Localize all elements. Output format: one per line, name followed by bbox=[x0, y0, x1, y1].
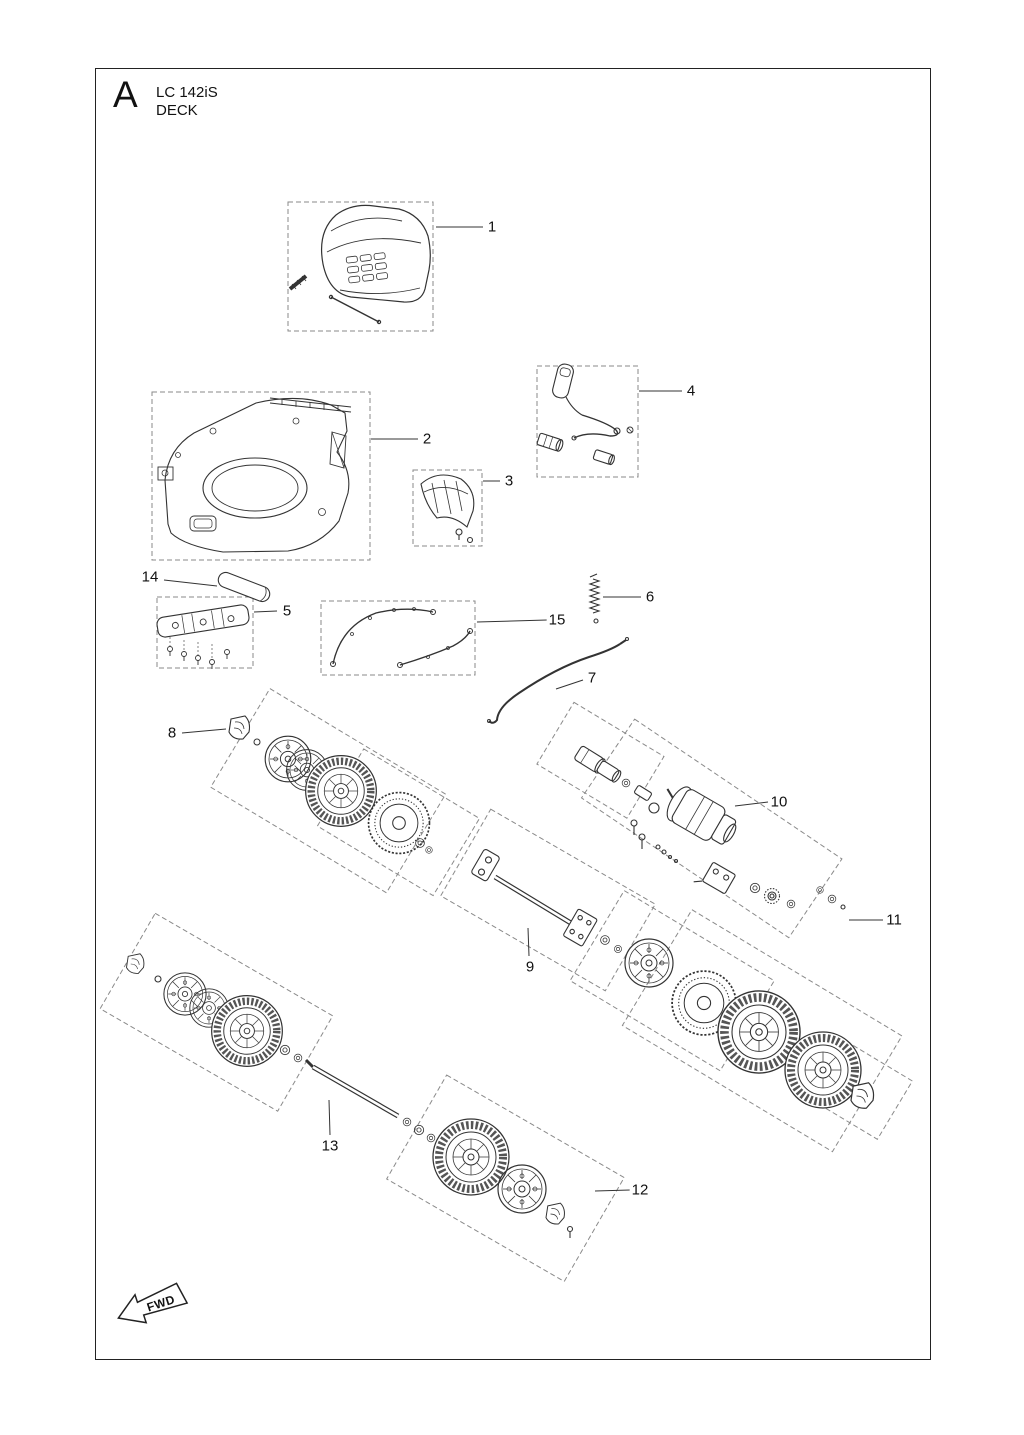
section-letter: A bbox=[113, 74, 138, 115]
sheet-title: DECK bbox=[156, 102, 198, 119]
callout-1: 1 bbox=[485, 218, 499, 236]
callout-4: 4 bbox=[684, 382, 698, 400]
cover-hinge-pin bbox=[288, 274, 308, 291]
cable-connector-a bbox=[536, 432, 564, 452]
part-7-rod bbox=[487, 637, 629, 724]
box-part-5 bbox=[156, 596, 254, 669]
dashed-boxes bbox=[99, 201, 914, 1283]
box-part-1 bbox=[287, 201, 434, 332]
box-part-12-left bbox=[99, 912, 334, 1112]
callout-14: 14 bbox=[139, 568, 161, 586]
part-12-left-wheel-stack bbox=[126, 953, 303, 1067]
leader-line-9 bbox=[527, 927, 530, 957]
callout-7: 7 bbox=[585, 669, 599, 687]
box-part-3 bbox=[412, 469, 483, 547]
part-3-guard bbox=[420, 474, 475, 544]
part-15-cables bbox=[330, 607, 473, 668]
motor-gear-washer bbox=[763, 887, 781, 905]
handle-grip bbox=[552, 363, 574, 399]
motor-screws bbox=[630, 819, 679, 864]
cable-connector-b bbox=[592, 449, 615, 466]
part-8-wheel-stack bbox=[228, 715, 433, 855]
box-part-15 bbox=[320, 600, 476, 676]
callout-2: 2 bbox=[420, 430, 434, 448]
callout-3: 3 bbox=[502, 472, 516, 490]
box-part-4 bbox=[536, 365, 639, 478]
model-name: LC 142iS bbox=[156, 84, 218, 101]
callout-6: 6 bbox=[643, 588, 657, 606]
box-part-10 bbox=[580, 718, 843, 939]
box-part-12 bbox=[385, 1074, 625, 1283]
callout-9: 9 bbox=[523, 958, 537, 976]
callout-10: 10 bbox=[768, 793, 790, 811]
box-part-9 bbox=[440, 808, 656, 992]
callout-5: 5 bbox=[280, 602, 294, 620]
fwd-stamp: FWD bbox=[117, 1282, 189, 1324]
leader-line-8 bbox=[181, 728, 227, 734]
leader-line-12 bbox=[594, 1189, 631, 1192]
part-12-right-wheel-stack bbox=[433, 1119, 574, 1238]
part-9-axle-assembly bbox=[471, 849, 622, 953]
box-fasteners-mid bbox=[536, 701, 665, 819]
leader-line-13 bbox=[328, 1099, 331, 1136]
baffle-screws bbox=[167, 637, 230, 669]
part-4-handle-cable bbox=[536, 363, 634, 466]
part-14-tube bbox=[217, 571, 271, 603]
part-13-axle-rod bbox=[304, 1058, 436, 1143]
part-2-deck bbox=[157, 397, 352, 553]
cover-rod bbox=[328, 294, 382, 325]
callout-11: 11 bbox=[884, 911, 904, 929]
callout-13: 13 bbox=[319, 1137, 341, 1155]
leader-line-5 bbox=[253, 610, 278, 613]
page-border bbox=[95, 68, 931, 1360]
fwd-arrow-icon bbox=[117, 1282, 189, 1324]
leader-line-15 bbox=[476, 619, 548, 623]
callout-8: 8 bbox=[165, 724, 179, 742]
axle-bracket-b bbox=[563, 908, 598, 947]
box-part-2 bbox=[151, 391, 371, 561]
motor-coupler bbox=[634, 785, 652, 801]
leader-line-14 bbox=[163, 579, 218, 587]
leader-line-10 bbox=[734, 801, 769, 807]
part-10-motor-assembly bbox=[574, 745, 846, 910]
part-5-baffle bbox=[156, 604, 250, 669]
axle-bracket-a bbox=[471, 849, 500, 882]
leader-lines bbox=[163, 226, 883, 1192]
part-1-battery-cover bbox=[288, 204, 431, 325]
drive-motor bbox=[648, 786, 737, 845]
cover-grille bbox=[345, 252, 389, 284]
part-6-spring bbox=[588, 573, 601, 624]
motor-bracket bbox=[693, 862, 736, 894]
axle-rod bbox=[493, 874, 586, 934]
callout-12: 12 bbox=[629, 1181, 651, 1199]
leader-line-7 bbox=[555, 679, 584, 690]
motor-spacer-b bbox=[596, 760, 622, 783]
part-11-wheel-stack bbox=[624, 938, 875, 1108]
callout-15: 15 bbox=[546, 611, 568, 629]
